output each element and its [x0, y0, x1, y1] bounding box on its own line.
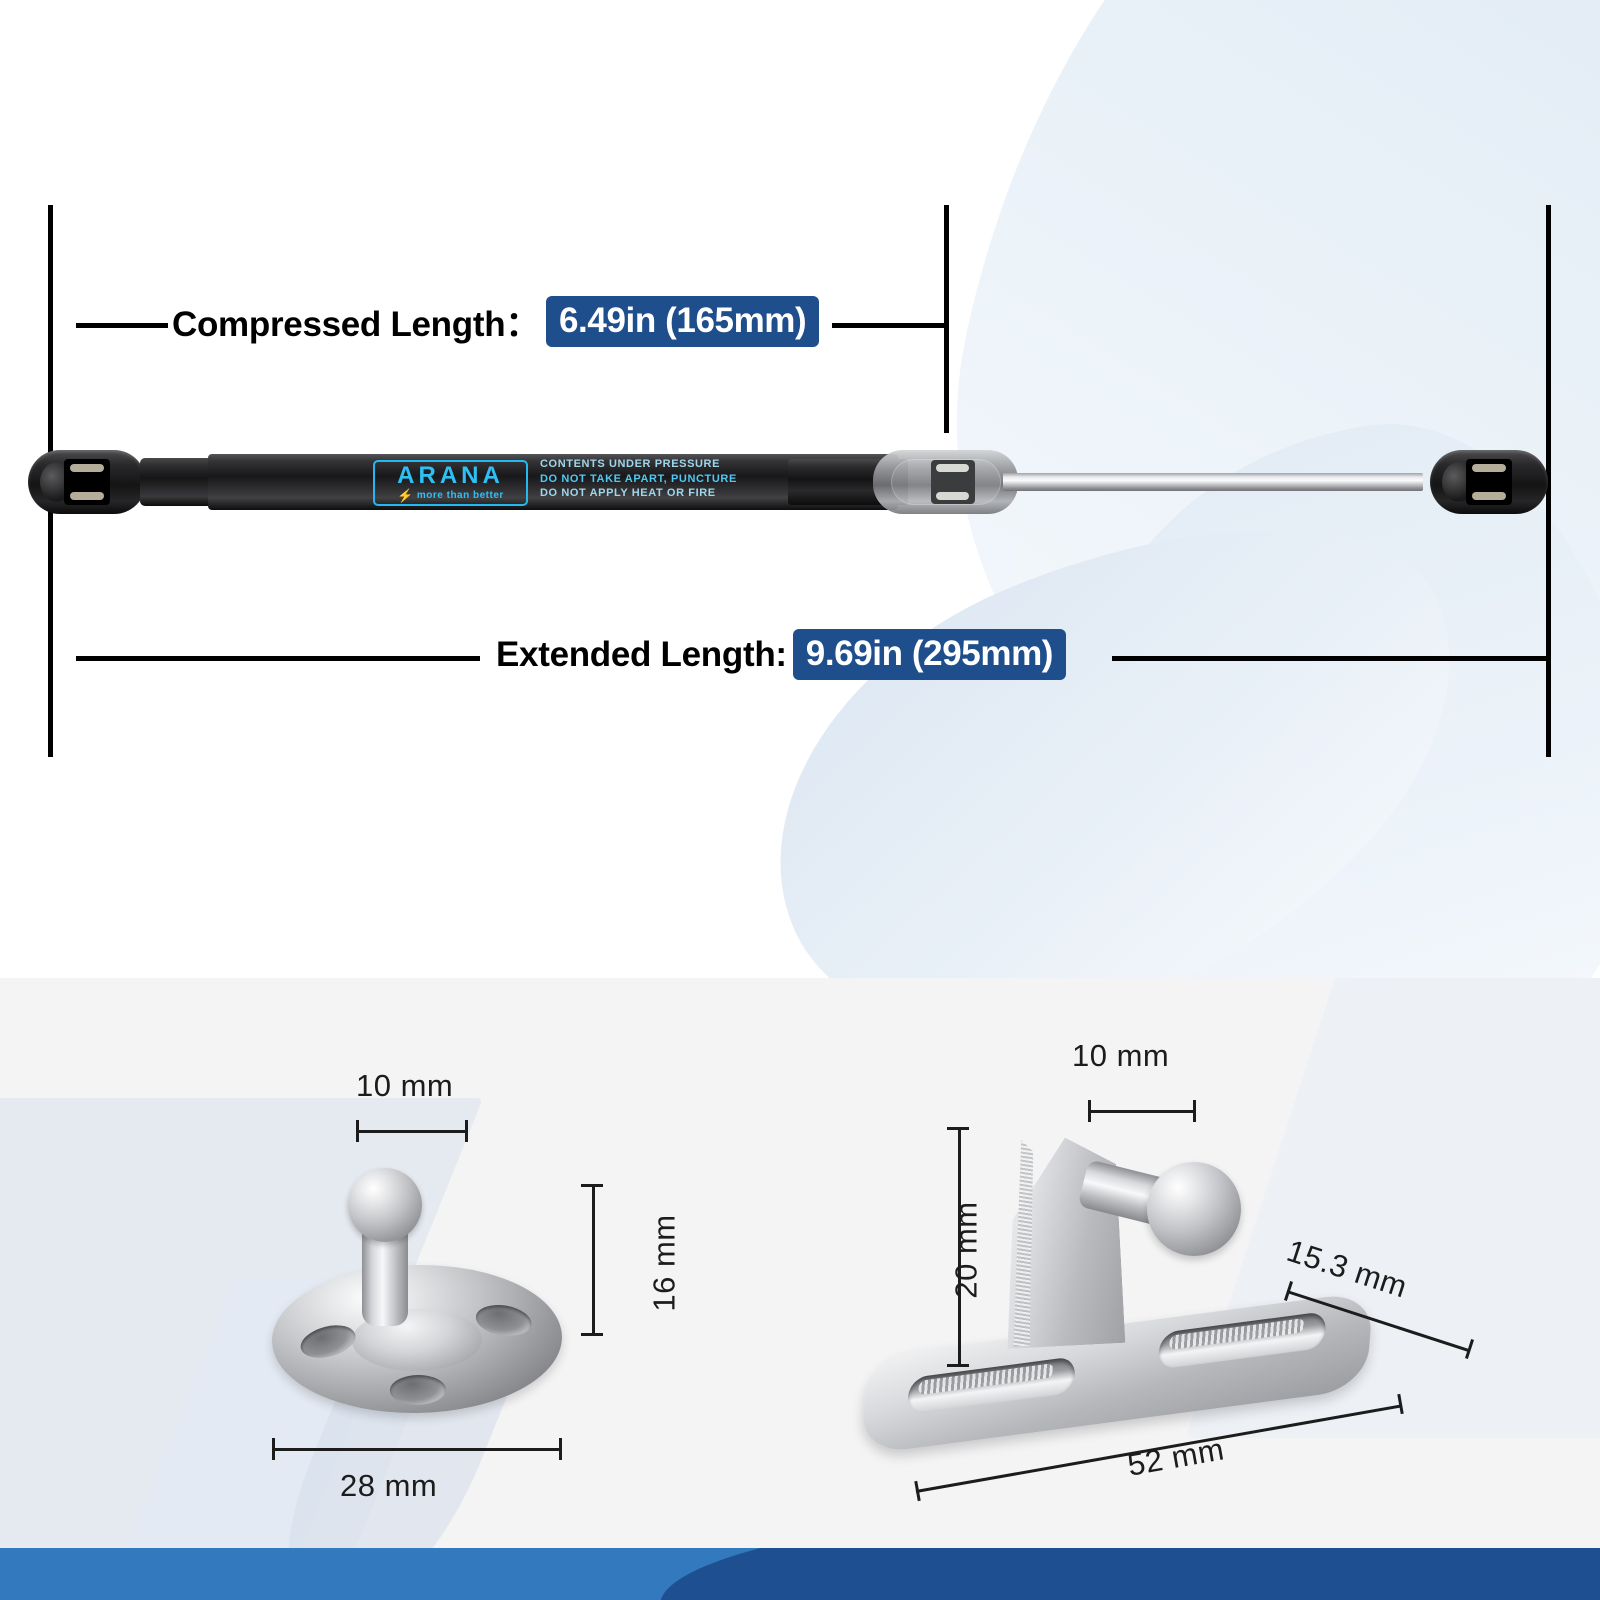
- gas-strut-dimensions-section: Compressed Length： 6.49in (165mm) Extend…: [28, 0, 1600, 978]
- mounting-brackets-section: [0, 978, 1600, 1548]
- round-bracket-diameter-text: 28 mm: [340, 1468, 438, 1503]
- footer-dark-wave: [657, 1548, 1600, 1600]
- right-ball-socket-end-fitting: [1430, 450, 1548, 514]
- angle-bracket-height-dimline: [958, 1127, 961, 1367]
- slot-serrations: [1168, 1318, 1305, 1351]
- angle-bracket-height-tick-top: [947, 1127, 969, 1130]
- gas-strut-product-image: ARANA ⚡ more than better CONTENTS UNDER …: [28, 432, 1548, 532]
- round-bracket-diameter-tick-right: [559, 1438, 562, 1460]
- compressed-length-label: Compressed Length： 6.49in (165mm): [172, 296, 820, 347]
- compressed-length-caption: Compressed Length：: [172, 305, 540, 344]
- round-bracket-height-dimline: [592, 1184, 595, 1336]
- left-ball-socket-end-fitting: [28, 450, 146, 514]
- lightning-bolt-icon: ⚡: [397, 488, 414, 503]
- angle-bracket-stud-width-tick-left: [1088, 1100, 1091, 1122]
- round-bracket-height-tick-top: [581, 1184, 603, 1187]
- brand-tagline: more than better: [416, 489, 504, 501]
- angle-bracket-height-tick-bottom: [947, 1364, 969, 1367]
- round-bracket-height-text: 16 mm: [646, 1214, 682, 1312]
- left-socket-clip: [64, 459, 110, 505]
- bracket-slot: [1157, 1311, 1327, 1370]
- brand-tagline-row: ⚡ more than better: [397, 489, 504, 502]
- extended-length-caption: Extended Length:: [496, 634, 787, 674]
- extension-line-right: [1546, 205, 1551, 757]
- footer-color-bar: [0, 1548, 1600, 1600]
- extended-length-label: Extended Length: 9.69in (295mm): [496, 629, 1067, 680]
- bracket-slot: [906, 1356, 1077, 1415]
- warning-line-2: DO NOT TAKE APART, PUNCTURE: [540, 472, 737, 485]
- warning-text-block: CONTENTS UNDER PRESSURE DO NOT TAKE APAR…: [540, 458, 737, 500]
- angle-bracket-ball-head: [1147, 1162, 1241, 1256]
- plate-screw-hole: [473, 1301, 534, 1340]
- plate-screw-hole: [297, 1319, 359, 1364]
- dimension-rule-compressed-left: [76, 323, 168, 328]
- brand-label-sticker: ARANA ⚡ more than better: [373, 460, 528, 506]
- round-bracket-width-tick-right: [465, 1120, 468, 1142]
- extension-line-compressed-right: [944, 205, 949, 433]
- extended-length-value-badge: 9.69in (295mm): [792, 629, 1067, 680]
- warning-line-1: CONTENTS UNDER PRESSURE: [540, 458, 721, 470]
- slot-serrations: [918, 1363, 1054, 1396]
- angle-bracket-stud-width-dimline: [1088, 1110, 1196, 1113]
- angle-bracket-stud-width-tick-right: [1193, 1100, 1196, 1122]
- round-bracket-ball-head: [348, 1168, 422, 1242]
- translucent-end-sleeve: [873, 450, 1018, 514]
- angle-bracket-stud-width-text: 10 mm: [1072, 1038, 1170, 1073]
- round-bracket-diameter-tick-left: [272, 1438, 275, 1460]
- brand-name: ARANA: [397, 462, 504, 489]
- round-bracket-width-text: 10 mm: [356, 1068, 454, 1103]
- angle-bracket-height-text: 20 mm: [948, 1201, 984, 1299]
- sleeve-clip: [931, 460, 975, 504]
- warning-line-3: DO NOT APPLY HEAT OR FIRE: [540, 487, 716, 500]
- right-socket-clip: [1466, 459, 1512, 505]
- round-bracket-height-tick-bottom: [581, 1333, 603, 1336]
- compressed-length-value-badge: 6.49in (165mm): [545, 296, 820, 347]
- round-bracket-width-tick-left: [356, 1120, 359, 1142]
- cylinder-body: [208, 454, 898, 510]
- dimension-rule-extended-right: [1112, 656, 1546, 661]
- dimension-rule-extended-left: [76, 656, 480, 661]
- round-bracket-diameter-dimline: [272, 1448, 562, 1451]
- round-bracket-width-dimline: [356, 1130, 468, 1133]
- dimension-rule-compressed-right: [832, 323, 944, 328]
- chrome-piston-rod: [1003, 473, 1423, 491]
- plate-screw-hole: [389, 1374, 447, 1406]
